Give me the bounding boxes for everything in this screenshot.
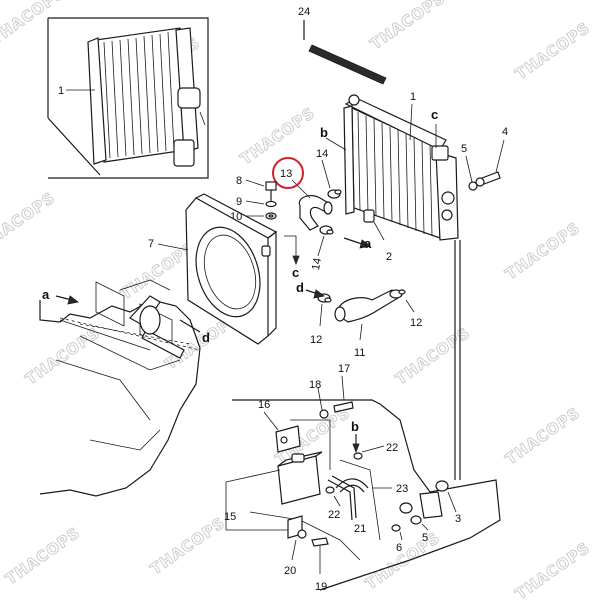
label-b-top: b (320, 125, 328, 140)
highlight-circle-13 (272, 157, 304, 189)
label-11: 11 (354, 347, 365, 359)
label-5-top: 5 (461, 143, 467, 155)
label-4: 4 (502, 126, 508, 138)
part-11-lower-hose: 11 12 12 d (296, 280, 422, 359)
engine-silhouette: a d (39, 279, 210, 497)
watermark: THACOPS (0, 0, 69, 48)
watermark: THACOPS (367, 0, 449, 53)
label-a-left: a (42, 287, 50, 302)
label-d-left: d (202, 330, 210, 345)
watermark: THACOPS (237, 104, 319, 169)
label-3: 3 (455, 513, 461, 525)
watermark: THACOPS (392, 324, 474, 389)
clamps-14: 14 14 a (310, 148, 372, 271)
label-7: 7 (148, 238, 154, 250)
label-1-inset: 1 (58, 85, 64, 97)
label-2: 2 (386, 251, 392, 263)
watermark: THACOPS (512, 19, 594, 84)
watermark: THACOPS (22, 324, 104, 389)
part-24-seal-strip: 24 (298, 6, 387, 85)
watermark: THACOPS (0, 189, 59, 254)
watermark: THACOPS (502, 219, 584, 284)
label-20: 20 (284, 565, 296, 577)
label-13: 13 (280, 168, 292, 180)
label-23: 23 (396, 483, 408, 495)
label-d-mid: d (296, 280, 304, 295)
label-c-top: c (431, 107, 438, 122)
label-c-mid: c (292, 265, 299, 280)
label-b-low: b (351, 419, 359, 434)
watermark: THACOPS (512, 539, 594, 600)
watermark: THACOPS (2, 524, 84, 589)
watermark: THACOPS (502, 404, 584, 469)
label-24: 24 (298, 6, 310, 18)
watermark: THACOPS (362, 529, 444, 594)
lower-assembly: 16 17 18 15 19 20 21 23 22 22 (224, 363, 501, 593)
label-14-mid: 14 (310, 257, 324, 271)
label-21: 21 (354, 523, 366, 535)
label-19: 19 (315, 581, 327, 593)
label-5-low: 5 (422, 532, 428, 544)
label-22-top: 22 (386, 442, 398, 454)
right-fasteners: 4 5 (454, 126, 508, 480)
label-1-main: 1 (410, 91, 416, 103)
inset-radiator: 1 (47, 17, 209, 179)
label-12-right: 12 (410, 317, 422, 329)
label-15: 15 (224, 511, 236, 523)
part-7-fan-shroud: 7 c (148, 193, 300, 345)
label-14-top: 14 (316, 148, 328, 160)
label-22-low: 22 (328, 509, 340, 521)
label-8: 8 (236, 175, 242, 187)
bolts-8-9-10: 8 9 10 (230, 175, 277, 223)
label-18: 18 (309, 379, 321, 391)
label-6: 6 (396, 542, 402, 554)
label-12-left: 12 (310, 334, 322, 346)
label-17: 17 (338, 363, 350, 375)
part-13-upper-hose: 13 (272, 157, 333, 231)
watermark: THACOPS (147, 514, 229, 579)
label-9: 9 (236, 196, 242, 208)
label-a-mid: a (364, 236, 372, 251)
label-16: 16 (258, 399, 270, 411)
main-radiator: 1 b c 2 (320, 91, 459, 263)
